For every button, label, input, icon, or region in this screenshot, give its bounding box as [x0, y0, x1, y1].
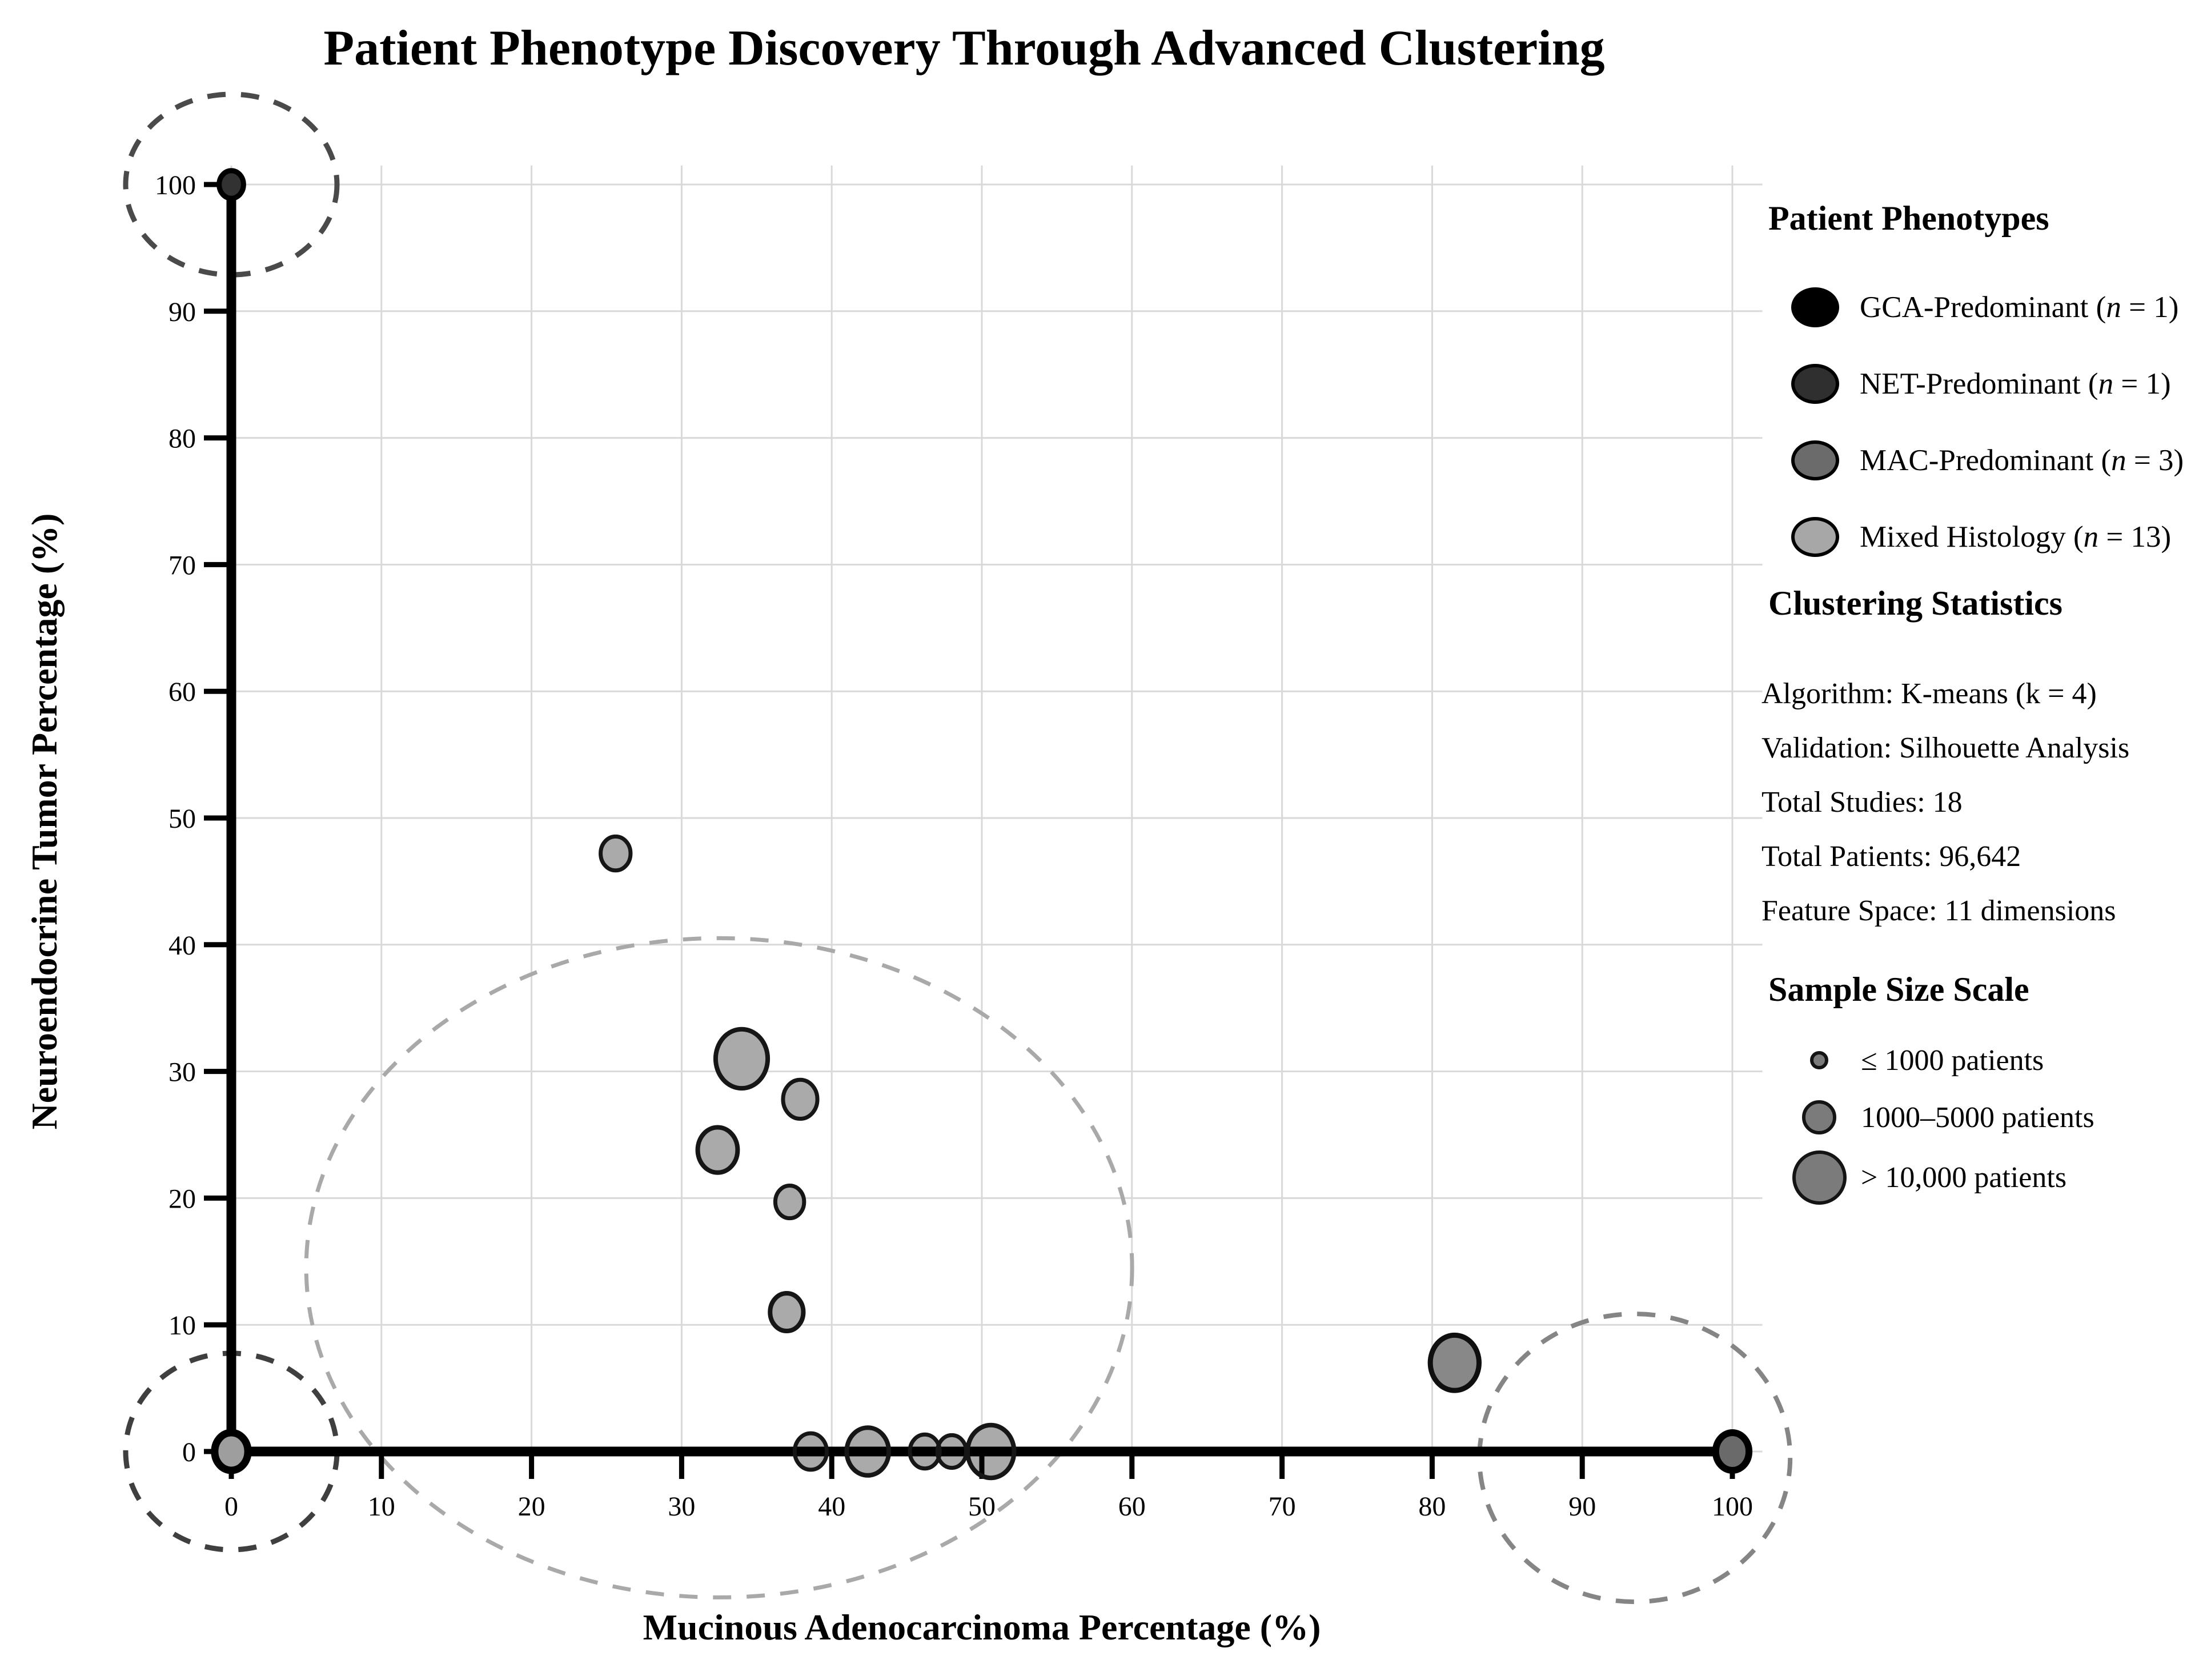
x-tick-label: 40 [818, 1491, 845, 1522]
y-tick-label: 40 [168, 931, 196, 961]
data-point [844, 1425, 892, 1478]
gca-swatch-icon [1791, 287, 1839, 327]
legend-item-mac: MAC-Predominant (n = 3) [1791, 436, 2184, 485]
data-point [713, 1027, 771, 1091]
x-tick-label: 80 [1418, 1491, 1446, 1522]
mac-predominant-cluster-circle [1477, 1312, 1793, 1605]
legend-item-label: MAC-Predominant (n = 3) [1860, 444, 2184, 477]
data-point [216, 168, 246, 201]
y-tick-label: 0 [182, 1437, 196, 1468]
x-tick-label: 90 [1568, 1491, 1596, 1522]
sample-size-item-small: ≤ 1000 patients [1791, 1032, 2044, 1089]
data-point [1712, 1429, 1753, 1474]
y-tick-label: 30 [168, 1057, 196, 1088]
net-predominant-cluster-circle [123, 91, 340, 278]
data-point [965, 1422, 1017, 1481]
y-axis-title: Neuroendocrine Tumor Percentage (%) [24, 513, 65, 1130]
x-axis-title: Mucinous Adenocarcinoma Percentage (%) [643, 1607, 1321, 1647]
y-tick-label: 50 [168, 804, 196, 834]
data-point [211, 1429, 252, 1474]
x-tick-labels: 0 10 20 30 40 50 60 70 80 90 100 [224, 1491, 1753, 1522]
y-tick-label: 10 [168, 1310, 196, 1341]
stat-validation: Validation: Silhouette Analysis [1761, 732, 2130, 764]
small-bubble-icon [1791, 1051, 1847, 1069]
mac-swatch-icon [1791, 440, 1839, 480]
x-tick-label: 50 [968, 1491, 996, 1522]
chart-title: Patient Phenotype Discovery Through Adva… [323, 21, 1605, 76]
x-tick-label: 20 [518, 1491, 545, 1522]
medium-bubble-icon [1791, 1100, 1847, 1134]
legend-item-label: GCA-Predominant (n = 1) [1860, 291, 2179, 324]
legend-item-gca: GCA-Predominant (n = 1) [1791, 283, 2178, 332]
data-point [695, 1125, 740, 1175]
data-point [768, 1291, 806, 1334]
axis-bubble-outlines [792, 1422, 1017, 1481]
x-tick-label: 60 [1118, 1491, 1146, 1522]
y-tick-label: 20 [168, 1184, 196, 1214]
x-tick-label: 0 [224, 1491, 238, 1522]
stat-total-patients: Total Patients: 96,642 [1761, 840, 2021, 873]
legend-item-net: NET-Predominant (n = 1) [1791, 359, 2171, 408]
data-point [1427, 1332, 1482, 1393]
y-tick-label: 90 [168, 297, 196, 327]
x-tick-label: 30 [668, 1491, 695, 1522]
sample-size-heading: Sample Size Scale [1768, 971, 2029, 1008]
data-point [781, 1077, 820, 1121]
stat-total-studies: Total Studies: 18 [1761, 786, 1963, 819]
legend-phenotypes-heading: Patient Phenotypes [1768, 199, 2049, 237]
gridlines [230, 165, 1763, 1453]
y-tick-label: 60 [168, 677, 196, 707]
y-tick-label: 80 [168, 424, 196, 454]
y-tick-label: 100 [155, 170, 196, 201]
axes-spines [204, 182, 1735, 1479]
mixed-histology-cluster-ellipse [304, 936, 1134, 1599]
x-tick-label: 100 [1712, 1491, 1753, 1522]
y-tick-label: 70 [168, 550, 196, 580]
sample-size-item-medium: 1000–5000 patients [1791, 1089, 2094, 1146]
x-tick-label: 10 [368, 1491, 395, 1522]
y-tick-labels: 0 10 20 30 40 50 60 70 80 90 100 [155, 170, 196, 1468]
legend-item-label: NET-Predominant (n = 1) [1860, 367, 2171, 400]
data-point [773, 1183, 806, 1221]
net-swatch-icon [1791, 364, 1839, 404]
legend-item-label: Mixed Histology (n = 13) [1860, 520, 2172, 554]
clustering-statistics-heading: Clustering Statistics [1768, 584, 2062, 622]
corner-data-points [211, 168, 1753, 1474]
large-bubble-icon [1791, 1150, 1847, 1205]
legend-item-mixed: Mixed Histology (n = 13) [1791, 512, 2171, 562]
cluster-annotations [123, 91, 1793, 1605]
stat-feature-space: Feature Space: 11 dimensions [1761, 895, 2116, 927]
mixed-swatch-icon [1791, 517, 1839, 557]
sample-size-item-large: > 10,000 patients [1791, 1149, 2066, 1206]
x-tick-label: 70 [1269, 1491, 1296, 1522]
data-point [599, 834, 633, 873]
data-points [599, 834, 1482, 1393]
data-point [908, 1432, 942, 1471]
data-point [792, 1431, 829, 1472]
stat-algorithm: Algorithm: K-means (k = 4) [1761, 677, 2097, 710]
